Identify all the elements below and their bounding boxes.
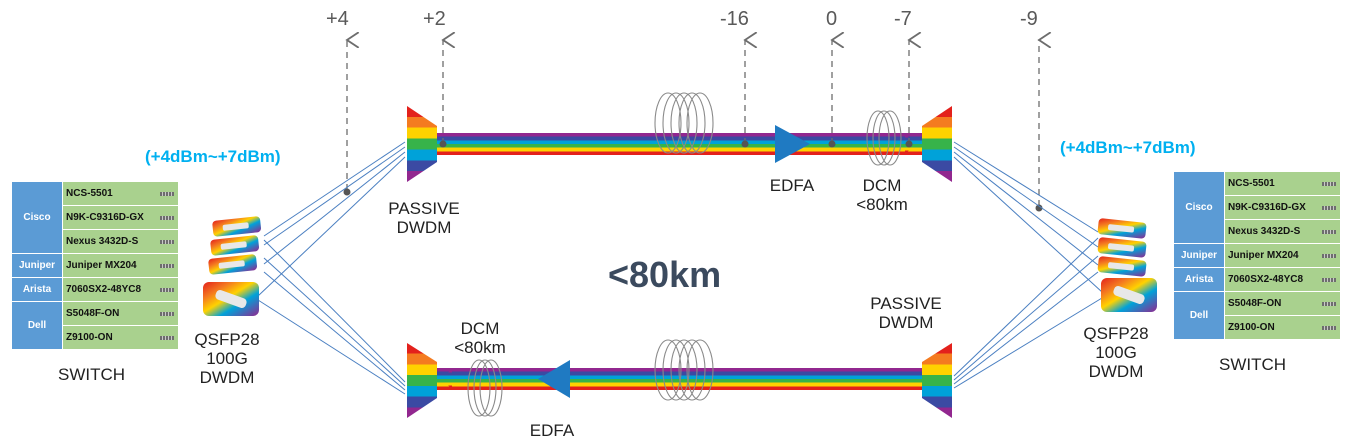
passive-dwdm-label-top: PASSIVE DWDM xyxy=(388,199,460,237)
switch-table-left: Cisco NCS-5501 N9K-C9316D-GX Nexus 3432D… xyxy=(12,182,178,350)
links-right xyxy=(953,141,1103,389)
model-cell: N9K-C9316D-GX xyxy=(62,206,178,230)
qsfp28-modules-right xyxy=(1097,218,1157,312)
table-row: N9K-C9316D-GX xyxy=(12,206,178,230)
passive-dwdm-label-bottom: PASSIVE DWDM xyxy=(870,294,942,332)
fiber-spool-bottom xyxy=(654,339,714,401)
power-reading-6: -9 xyxy=(1020,8,1038,30)
module-label-left: QSFP28 100G DWDM xyxy=(194,330,260,387)
edfa-label-top: EDFA xyxy=(769,176,815,195)
table-row: Juniper Juniper MX204 xyxy=(1174,244,1340,268)
device-icon xyxy=(1322,230,1336,234)
dcm-label-bottom: DCM <80km xyxy=(454,319,506,357)
fiber-spool-top xyxy=(654,92,714,154)
model-cell: Juniper MX204 xyxy=(1224,244,1340,268)
passive-dwdm-top-right xyxy=(922,106,952,182)
links-left xyxy=(257,141,406,395)
table-row: Arista 7060SX2-48YC8 xyxy=(1174,268,1340,292)
device-icon xyxy=(160,240,174,244)
table-row: Z9100-ON xyxy=(12,326,178,350)
power-budget-right: (+4dBm~+7dBm) xyxy=(1060,138,1196,157)
device-icon xyxy=(160,192,174,196)
edfa-top-icon xyxy=(775,125,810,163)
vendor-cisco: Cisco xyxy=(12,182,62,254)
edfa-bottom-icon xyxy=(538,360,570,398)
passive-dwdm-bottom-left xyxy=(407,343,437,418)
model-cell: Z9100-ON xyxy=(1224,316,1340,340)
model-cell: 7060SX2-48YC8 xyxy=(62,278,178,302)
device-icon xyxy=(160,264,174,268)
table-row: Cisco NCS-5501 xyxy=(12,182,178,254)
vendor-dell: Dell xyxy=(12,302,62,350)
model-cell: N9K-C9316D-GX xyxy=(1224,196,1340,220)
device-icon xyxy=(1322,182,1336,186)
model-cell: NCS-5501 xyxy=(1224,172,1340,196)
power-reading-1: +4 xyxy=(326,8,349,30)
fiber-top xyxy=(437,133,922,155)
power-reading-3: -16 xyxy=(720,8,749,30)
table-row: Nexus 3432D-S xyxy=(1174,220,1340,244)
vendor-cisco: Cisco xyxy=(1174,172,1224,244)
device-icon xyxy=(160,312,174,316)
vendor-juniper: Juniper xyxy=(1174,244,1224,268)
device-icon xyxy=(1322,254,1336,258)
link-distance: <80km xyxy=(608,254,722,295)
device-icon xyxy=(1322,302,1336,306)
power-reading-2: +2 xyxy=(423,8,446,30)
table-row: Cisco NCS-5501 xyxy=(1174,172,1340,244)
qsfp28-modules-left xyxy=(203,216,262,316)
device-icon xyxy=(1322,326,1336,330)
device-icon xyxy=(160,336,174,340)
table-row: Dell S5048F-ON xyxy=(12,302,178,350)
device-icon xyxy=(160,288,174,292)
power-budget-left: (+4dBm~+7dBm) xyxy=(145,147,281,166)
vendor-juniper: Juniper xyxy=(12,254,62,278)
model-cell: NCS-5501 xyxy=(62,182,178,206)
passive-dwdm-top-left xyxy=(407,106,437,182)
module-label-right: QSFP28 100G DWDM xyxy=(1083,324,1149,381)
power-reading-4: 0 xyxy=(826,8,838,30)
model-cell: Juniper MX204 xyxy=(62,254,178,278)
model-cell: Nexus 3432D-S xyxy=(62,230,178,254)
vendor-dell: Dell xyxy=(1174,292,1224,340)
device-icon xyxy=(1322,278,1336,282)
table-row: Dell S5048F-ON xyxy=(1174,292,1340,340)
vendor-arista: Arista xyxy=(12,278,62,302)
table-row: N9K-C9316D-GX xyxy=(1174,196,1340,220)
model-cell: Nexus 3432D-S xyxy=(1224,220,1340,244)
table-row: Arista 7060SX2-48YC8 xyxy=(12,278,178,302)
switch-table-right: Cisco NCS-5501 N9K-C9316D-GX Nexus 3432D… xyxy=(1174,172,1340,340)
passive-dwdm-bottom-right xyxy=(922,343,952,418)
model-cell: 7060SX2-48YC8 xyxy=(1224,268,1340,292)
device-icon xyxy=(1322,206,1336,210)
vendor-arista: Arista xyxy=(1174,268,1224,292)
model-cell: S5048F-ON xyxy=(1224,292,1340,316)
dcm-bottom-icon xyxy=(441,359,503,417)
power-reading-5: -7 xyxy=(894,8,912,30)
model-cell: Z9100-ON xyxy=(62,326,178,350)
dcm-label-top: DCM <80km xyxy=(856,176,908,214)
device-icon xyxy=(160,216,174,220)
table-row: Juniper Juniper MX204 xyxy=(12,254,178,278)
switch-label-left: SWITCH xyxy=(58,365,126,384)
probe-points xyxy=(343,140,1043,212)
edfa-label-bottom: EDFA xyxy=(529,421,575,440)
table-row: Nexus 3432D-S xyxy=(12,230,178,254)
table-row: Z9100-ON xyxy=(1174,316,1340,340)
switch-label-right: SWITCH xyxy=(1219,355,1287,374)
model-cell: S5048F-ON xyxy=(62,302,178,326)
probe-lines xyxy=(347,40,1039,206)
